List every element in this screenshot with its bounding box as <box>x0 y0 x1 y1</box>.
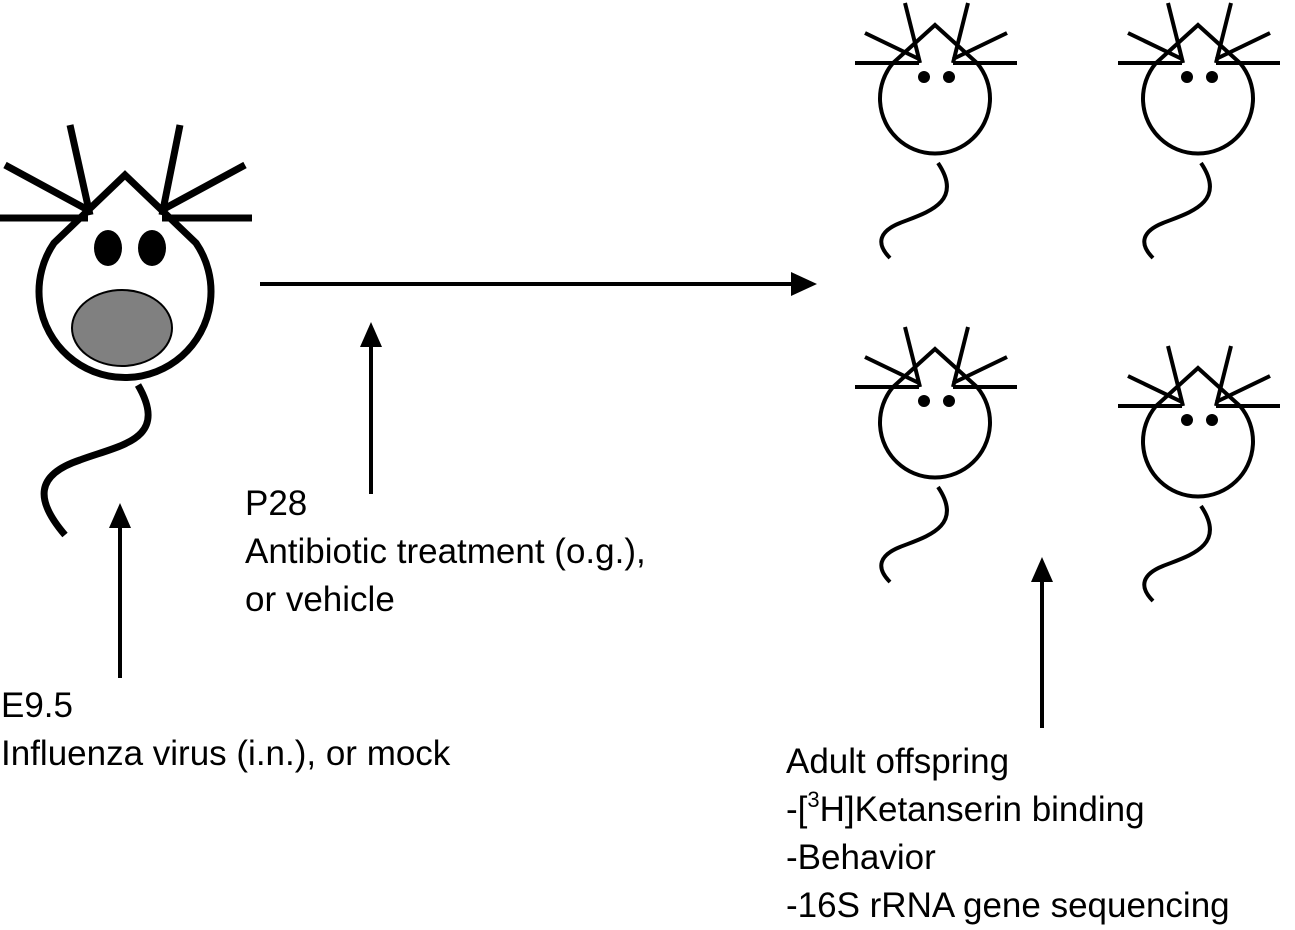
offspring-mouse-icon <box>855 2 1017 260</box>
offspring-mouse-icon <box>855 326 1017 584</box>
infection-time: E9.5 <box>1 686 73 725</box>
tritium-superscript: 3 <box>807 787 820 812</box>
pregnant-mouse-icon <box>0 124 252 538</box>
offspring-mouse-icon <box>1118 2 1280 260</box>
treatment-time: P28 <box>245 484 308 523</box>
outcome-title: Adult offspring <box>786 742 1010 781</box>
treatment-description-line1: Antibiotic treatment (o.g.), <box>245 532 646 571</box>
assay-ketanserin-binding: -[3H]Ketanserin binding <box>786 786 1230 834</box>
infection-arrow-icon <box>109 503 131 678</box>
assay-behavior: -Behavior <box>786 838 936 877</box>
treatment-label: P28 Antibiotic treatment (o.g.), or vehi… <box>245 480 646 624</box>
assay-sequencing: -16S rRNA gene sequencing <box>786 886 1230 925</box>
assay-binding-suffix: H]Ketanserin binding <box>819 790 1145 829</box>
assay-binding-prefix: -[ <box>786 790 808 829</box>
outcome-label: Adult offspring -[3H]Ketanserin binding … <box>786 738 1230 930</box>
treatment-arrow-icon <box>360 322 382 494</box>
timeline-arrow-icon <box>260 272 817 296</box>
infection-label: E9.5 Influenza virus (i.n.), or mock <box>1 682 450 778</box>
outcome-arrow-icon <box>1031 557 1053 728</box>
treatment-description-line2: or vehicle <box>245 580 395 619</box>
infection-description: Influenza virus (i.n.), or mock <box>1 734 451 773</box>
offspring-mouse-icon <box>1118 345 1280 603</box>
